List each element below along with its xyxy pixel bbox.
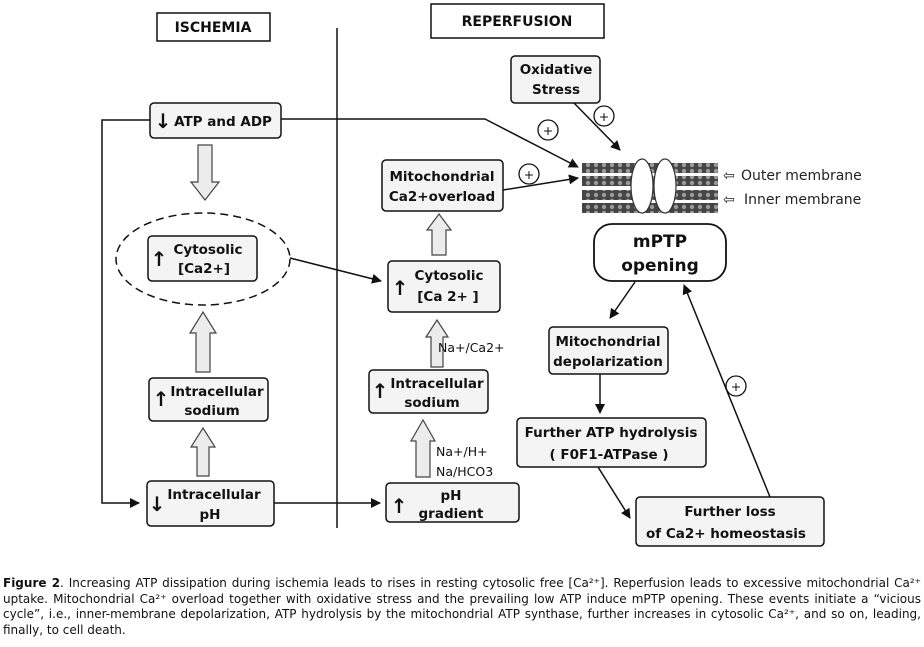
- hollow-arrow-sodium-to-cytosolic: [188, 310, 218, 373]
- ischemia-header: ISCHEMIA: [156, 12, 271, 42]
- increase-arrow-icon: ↑: [391, 494, 408, 518]
- ph-label-line1: Intracellular: [167, 487, 261, 503]
- mptp-diagram: ISCHEMIA REPERFUSION ↓ ATP and ADP ↑ Cyt…: [101, 3, 862, 547]
- mitochondrial-depolarization-box: Mitochondrial depolarization: [548, 326, 669, 375]
- plus-icon: +: [725, 375, 747, 397]
- arrow-atp-to-ph: [101, 119, 150, 508]
- mptp-line1: mPTP: [633, 232, 687, 252]
- cytosolic-r-line2: [Ca 2+ ]: [417, 289, 478, 305]
- ca-loss-line2: of Ca2+ homeostasis: [646, 526, 806, 542]
- ph-gradient-line1: pH: [441, 488, 462, 504]
- depolarization-line1: Mitochondrial: [556, 334, 661, 350]
- cytosolic-ca-box-reperfusion: ↑ Cytosolic [Ca 2+ ]: [387, 260, 501, 313]
- sodium-label-line2: sodium: [184, 403, 239, 419]
- svg-text:+: +: [599, 109, 609, 124]
- oxidative-line2: Stress: [532, 82, 580, 98]
- oxidative-line1: Oxidative: [520, 62, 593, 78]
- intracellular-sodium-box-reperfusion: ↑ Intracellular sodium: [368, 369, 489, 414]
- outer-membrane-label: Outer membrane: [741, 168, 862, 184]
- mptp-opening-box: mPTP opening: [593, 223, 727, 282]
- reperfusion-header-label: REPERFUSION: [462, 14, 573, 30]
- cytosolic-label-line1: Cytosolic: [173, 242, 242, 258]
- na-hco3-exchanger-label: Na/HCO3: [436, 464, 493, 479]
- atp-adp-label: ATP and ADP: [174, 114, 272, 130]
- figure-caption: Figure 2. Increasing ATP dissipation dur…: [3, 576, 921, 638]
- mitochondrial-membrane-illustration: [582, 158, 718, 214]
- mitochondrial-ca-overload-box: Mitochondrial Ca2+overload: [381, 159, 504, 212]
- inner-membrane-arrow-icon: ⇦: [723, 192, 735, 208]
- increase-arrow-icon: ↑: [372, 379, 389, 403]
- hollow-arrow-sodium-to-cytosolic-r: [424, 318, 450, 368]
- cytosolic-ca-box-ischemia: ↑ Cytosolic [Ca2+]: [147, 235, 258, 282]
- plus-icon: +: [593, 105, 615, 127]
- hydrolysis-line2: ( F0F1-ATPase ): [549, 447, 668, 463]
- intracellular-ph-box: ↓ Intracellular pH: [146, 480, 275, 527]
- ph-gradient-box: ↑ pH gradient: [385, 482, 520, 523]
- arrow-hydrolysis-to-ca-loss: [597, 466, 631, 519]
- depolarization-line2: depolarization: [553, 354, 663, 370]
- plus-icon: +: [518, 163, 540, 185]
- intracellular-sodium-box-ischemia: ↑ Intracellular sodium: [148, 377, 269, 422]
- inner-membrane-label: Inner membrane: [744, 192, 861, 208]
- oxidative-stress-box: Oxidative Stress: [510, 55, 601, 104]
- hollow-arrow-ph-to-sodium-r: [409, 418, 437, 478]
- sodium-r-line2: sodium: [404, 395, 459, 411]
- hollow-arrow-ph-to-sodium: [189, 426, 217, 477]
- na-h-exchanger-label: Na+/H+: [436, 444, 488, 459]
- sodium-label-line1: Intracellular: [170, 384, 264, 400]
- arrow-mptp-to-depolarization: [609, 281, 636, 319]
- figure-label: Figure 2: [3, 576, 61, 590]
- reperfusion-header: REPERFUSION: [430, 3, 605, 39]
- arrow-ca-loss-to-mptp: [682, 284, 771, 498]
- cytosolic-label-line2: [Ca2+]: [178, 261, 230, 277]
- svg-text:+: +: [543, 123, 553, 138]
- ischemia-header-label: ISCHEMIA: [175, 20, 252, 36]
- atp-adp-box: ↓ ATP and ADP: [149, 102, 282, 139]
- cytosolic-r-line1: Cytosolic: [414, 268, 483, 284]
- hollow-arrow-cytosolic-to-overload: [425, 213, 453, 256]
- hydrolysis-line1: Further ATP hydrolysis: [525, 425, 698, 441]
- mptp-line2: opening: [621, 256, 699, 276]
- arrow-atp-to-membrane: [281, 118, 579, 168]
- increase-arrow-icon: ↑: [392, 276, 409, 300]
- na-ca-exchanger-label: Na+/Ca2+: [438, 340, 505, 355]
- increase-arrow-icon: ↑: [153, 387, 170, 411]
- mptp-pore-right: [653, 158, 677, 214]
- hollow-arrow-atp-to-cytosolic: [189, 144, 221, 201]
- plus-icon: +: [537, 119, 559, 141]
- ph-label-line2: pH: [200, 507, 221, 523]
- further-loss-ca-homeostasis-box: Further loss of Ca2+ homeostasis: [635, 496, 825, 547]
- mito-overload-line1: Mitochondrial: [390, 169, 495, 185]
- ca-loss-line1: Further loss: [684, 504, 775, 520]
- svg-text:+: +: [731, 379, 741, 394]
- outer-membrane-arrow-icon: ⇦: [723, 168, 735, 184]
- arrow-overload-to-membrane: [502, 174, 579, 191]
- further-atp-hydrolysis-box: Further ATP hydrolysis ( F0F1-ATPase ): [516, 417, 707, 468]
- arrow-oxidative-to-membrane: [573, 102, 621, 151]
- arrow-cytosolic-to-cytosolic: [289, 257, 382, 284]
- mito-overload-line2: Ca2+overload: [389, 189, 495, 205]
- sodium-r-line1: Intracellular: [390, 376, 484, 392]
- dashed-ellipse-highlight: [115, 212, 291, 306]
- ph-gradient-line2: gradient: [419, 506, 484, 522]
- svg-text:+: +: [524, 167, 534, 182]
- decrease-arrow-icon: ↓: [155, 109, 172, 133]
- increase-arrow-icon: ↑: [151, 247, 168, 271]
- decrease-arrow-icon: ↓: [149, 492, 166, 516]
- caption-text: . Increasing ATP dissipation during isch…: [3, 576, 921, 637]
- mptp-pore-left: [630, 158, 654, 214]
